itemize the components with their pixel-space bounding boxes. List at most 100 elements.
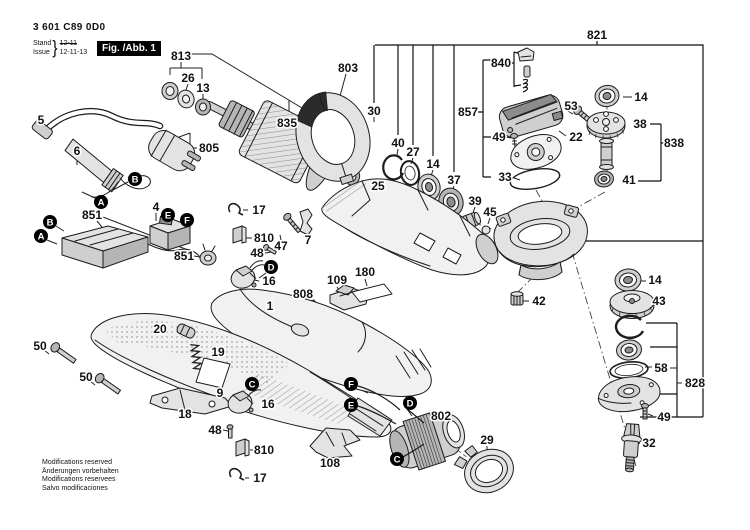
stator-wires-drawing: [357, 385, 425, 458]
svg-text:B: B: [132, 174, 139, 185]
callout-27-10: 27: [406, 145, 420, 159]
callout-43-55: 43: [652, 294, 666, 308]
callout-49-23: 49: [492, 130, 506, 144]
clip-17-top-drawing: [227, 202, 244, 216]
wire-marker-A-3: A: [34, 229, 48, 243]
field-stator-drawing: [389, 412, 465, 471]
wire-marker-D-6: D: [264, 260, 278, 274]
flange-disc-drawing: [295, 91, 371, 186]
callout-50-44: 50: [79, 370, 93, 384]
callout-26-1: 26: [181, 71, 195, 85]
callout-14-11: 14: [426, 157, 440, 171]
callout-50-43: 50: [33, 339, 47, 353]
callout-828-57: 828: [685, 376, 705, 390]
callout-38-21: 38: [633, 117, 647, 131]
lock-button-parts-drawing: [517, 47, 535, 93]
svg-text:D: D: [268, 262, 275, 273]
wire-marker-E-4: E: [161, 208, 175, 222]
notice-line-en: Modifications reserved: [42, 459, 113, 466]
callout-180-37: 180: [355, 265, 375, 279]
callout-16-35: 16: [262, 274, 276, 288]
document-part-number: 3 601 C89 0D0: [33, 22, 106, 33]
callout-108-50: 108: [320, 456, 340, 470]
wire-marker-C-11: C: [390, 452, 404, 466]
svg-text:D: D: [407, 398, 414, 409]
brush-810-top-drawing: [232, 225, 247, 244]
spindle-drawing: [621, 423, 643, 473]
spindle-lock-cover-drawing: [498, 93, 564, 138]
callout-22-25: 22: [569, 130, 583, 144]
bearing-14-topright-drawing: [594, 84, 620, 108]
notice-line-es: Salvo modificaciones: [42, 484, 108, 492]
callout-857-18: 857: [458, 105, 478, 119]
callout-47-32: 47: [274, 239, 288, 253]
svg-text:F: F: [184, 215, 190, 226]
washer-13-drawing: [195, 98, 211, 116]
wire-marker-D-10: D: [403, 396, 417, 410]
svg-text:B: B: [47, 217, 54, 228]
callout-5-6: 5: [38, 113, 45, 127]
cover-plate-33-drawing: [510, 134, 562, 170]
wire-marker-C-7: C: [245, 377, 259, 391]
clamp-7-drawing: [299, 208, 313, 236]
circlip-40-drawing: [382, 154, 404, 181]
callout-20-40: 20: [153, 322, 167, 336]
bearing-41-drawing: [594, 170, 614, 188]
screw-47-drawing: [283, 212, 302, 234]
circlip-drawing: [614, 314, 645, 339]
motor-housing-mid-drawing: [321, 178, 499, 276]
callout-9-42: 9: [217, 386, 224, 400]
callout-803-4: 803: [338, 61, 358, 75]
callout-821-16: 821: [587, 28, 607, 42]
washer-disc-drawing: [177, 89, 195, 109]
spring-19-drawing: [189, 344, 203, 370]
group-boundary-lines: [373, 41, 704, 418]
wire-marker-A-1: A: [94, 195, 108, 209]
figure-label-box: Fig. /Abb. 1: [97, 41, 161, 56]
screw-48-top-drawing: [262, 244, 277, 255]
wire-marker-B-2: B: [43, 215, 57, 229]
screw-50b-drawing: [94, 372, 121, 395]
svg-text:E: E: [348, 400, 354, 411]
air-deflector-108-drawing: [309, 427, 361, 459]
bearing-flange-drawing: [597, 376, 661, 413]
bearing-collar-29-drawing: [453, 445, 514, 494]
screw-50a-drawing: [50, 342, 77, 364]
plug-drawing: [148, 129, 202, 172]
svg-text:A: A: [38, 231, 45, 242]
pin-20-drawing: [176, 323, 196, 339]
motor-housing-drawing: [210, 288, 432, 397]
brush-holder-16-top-drawing: [230, 260, 265, 289]
callout-813-0: 813: [171, 49, 191, 63]
callout-45-15: 45: [483, 205, 497, 219]
callout-25-13: 25: [371, 179, 385, 193]
bearing-26-drawing: [161, 82, 179, 100]
cord-protector-drawing: [64, 138, 124, 193]
switch-module-drawing: [61, 225, 201, 269]
callout-41-26: 41: [622, 173, 636, 187]
screw-49-top-drawing: [510, 133, 518, 148]
svg-text:C: C: [249, 379, 256, 390]
issue-value: 12-11-13: [59, 49, 88, 56]
capacitor-drawing: [199, 243, 217, 266]
callout-48-46: 48: [208, 423, 222, 437]
brace-glyph: }: [52, 38, 58, 58]
screw-49-bottom-drawing: [641, 403, 649, 420]
gear-38-drawing: [586, 111, 626, 140]
stand-issue-block: Stand Issue } 12-11 12-11-13: [33, 39, 87, 57]
callout-48-34: 48: [250, 246, 264, 260]
callout-39-14: 39: [468, 194, 482, 208]
wire-marker-F-8: F: [344, 377, 358, 391]
plate-9-drawing: [195, 357, 231, 389]
clip-17-bottom-drawing: [228, 467, 245, 481]
ring-27-drawing: [399, 160, 421, 186]
callout-14-54: 14: [648, 273, 662, 287]
callout-851-29: 851: [174, 249, 194, 263]
callout-808-38: 808: [293, 287, 313, 301]
callout-37-12: 37: [447, 173, 461, 187]
callout-6-7: 6: [74, 144, 81, 158]
callout-14-20: 14: [634, 90, 648, 104]
lever-18-drawing: [149, 387, 233, 415]
